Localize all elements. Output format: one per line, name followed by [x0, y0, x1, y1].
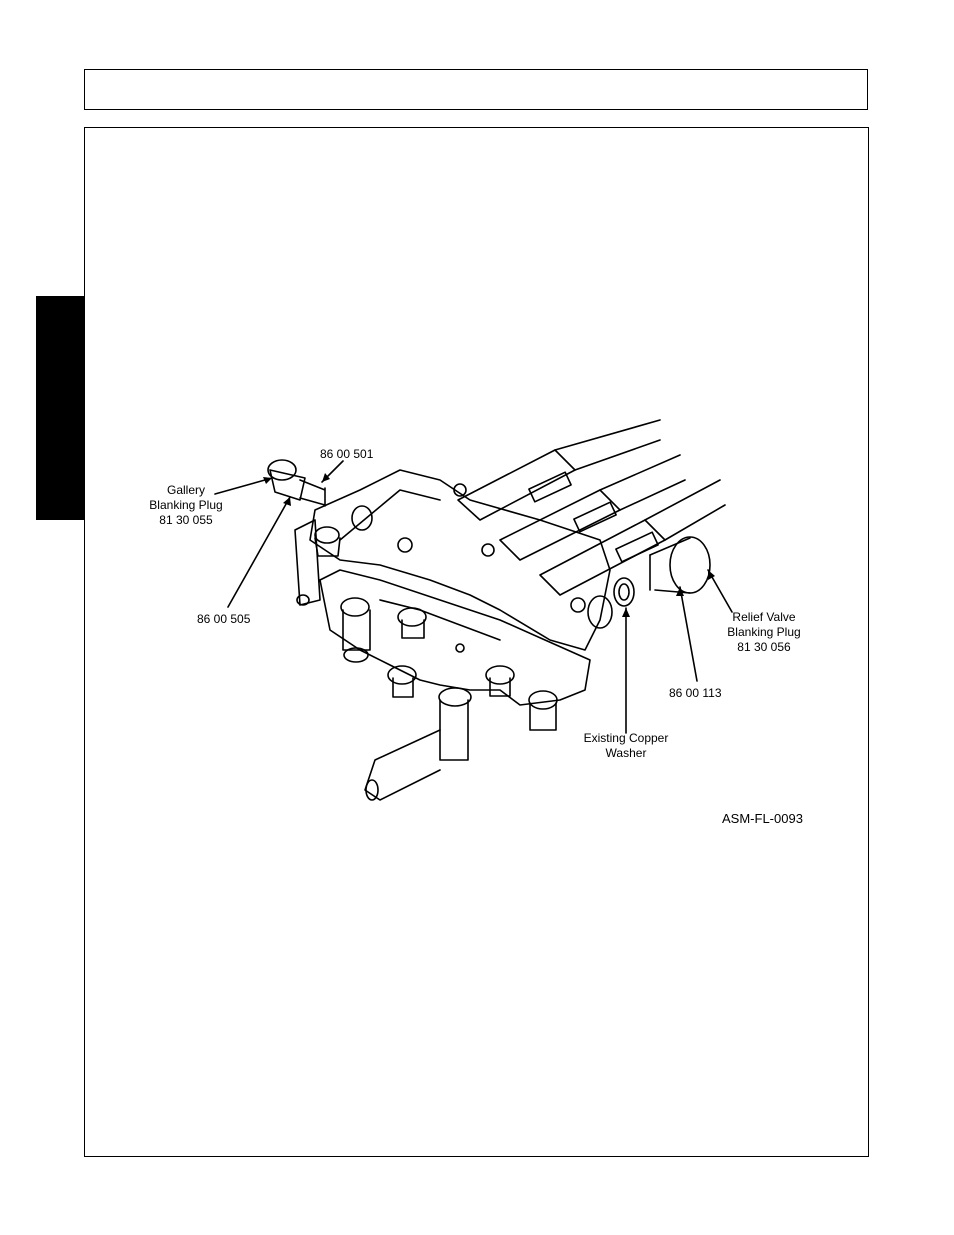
label-existing-copper-washer: Existing Copper Washer [576, 731, 676, 761]
label-86-00-501: 86 00 501 [320, 447, 373, 462]
copper-washer-line1: Existing Copper [576, 731, 676, 746]
copper-washer-line2: Washer [576, 746, 676, 761]
gallery-plug-line3: 81 30 055 [146, 513, 226, 528]
label-relief-valve-blanking-plug: Relief Valve Blanking Plug 81 30 056 [719, 610, 809, 655]
relief-plug-line3: 81 30 056 [719, 640, 809, 655]
figure-id: ASM-FL-0093 [722, 811, 803, 826]
label-86-00-113: 86 00 113 [669, 686, 722, 701]
label-gallery-blanking-plug: Gallery Blanking Plug 81 30 055 [146, 483, 226, 528]
relief-plug-line1: Relief Valve [719, 610, 809, 625]
gallery-plug-line1: Gallery [146, 483, 226, 498]
relief-plug-line2: Blanking Plug [719, 625, 809, 640]
gallery-plug-line2: Blanking Plug [146, 498, 226, 513]
label-86-00-505: 86 00 505 [197, 612, 250, 627]
